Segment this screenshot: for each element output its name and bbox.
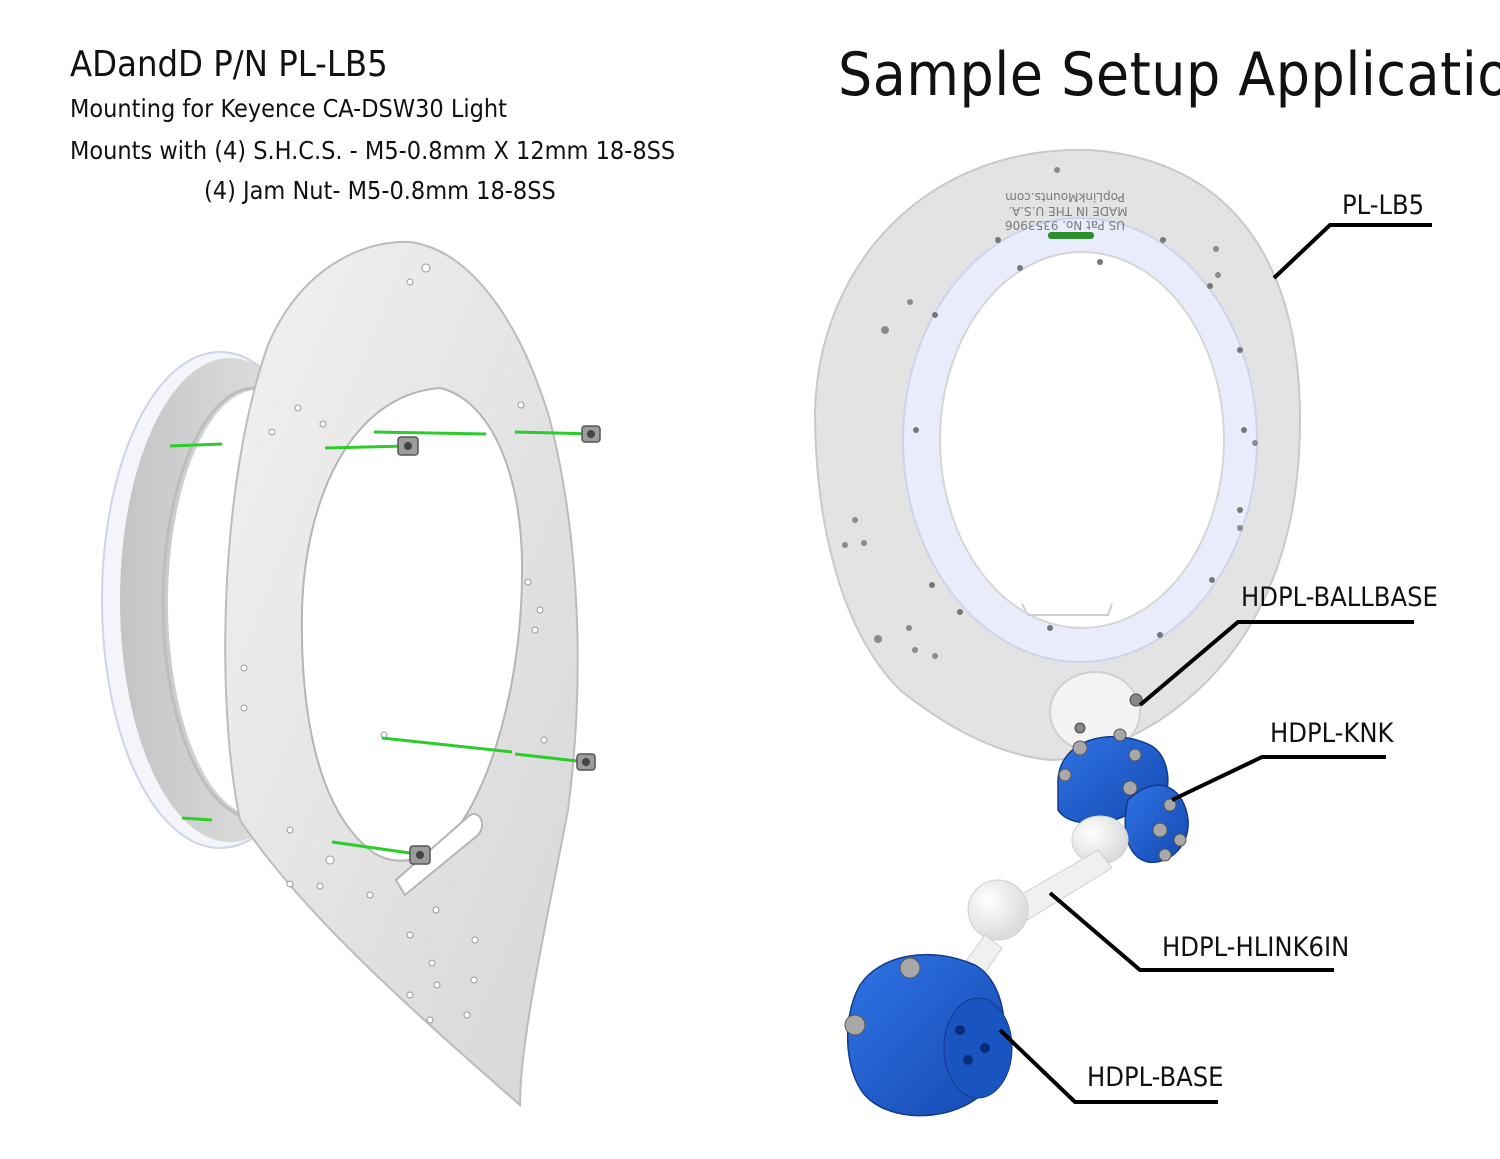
socket-head-cap-screws <box>397 425 601 865</box>
screw-specification: Mounts with (4) S.H.C.S. - M5-0.8mm X 12… <box>70 136 676 165</box>
mounting-plate-pl-lb5 <box>224 240 579 1108</box>
callout-hdpl-knk: HDPL-KNK <box>1270 718 1394 749</box>
engraving-made-in-usa: MADE IN THE U.S.A. <box>1008 204 1127 218</box>
callout-pl-lb5: PL-LB5 <box>1342 190 1425 221</box>
assembled-plate: PopLinkMounts.com MADE IN THE U.S.A. US … <box>813 148 1302 762</box>
engraving-logo <box>1048 232 1094 239</box>
mounting-description: Mounting for Keyence CA-DSW30 Light <box>70 94 507 123</box>
sample-setup-assembly: PopLinkMounts.com MADE IN THE U.S.A. US … <box>813 148 1432 1117</box>
callout-hdpl-hlink6in: HDPL-HLINK6IN <box>1162 932 1350 963</box>
exploded-assembly <box>101 240 601 1108</box>
sample-setup-title: Sample Setup Application <box>838 40 1500 110</box>
callout-leader-lines <box>998 223 1432 1104</box>
callout-hdpl-ballbase: HDPL-BALLBASE <box>1241 582 1438 613</box>
jam-nut-specification: (4) Jam Nut- M5-0.8mm 18-8SS <box>204 176 556 205</box>
part-number-title: ADandD P/N PL-LB5 <box>70 44 388 85</box>
h-link-arm <box>944 815 1129 1003</box>
callout-hdpl-base: HDPL-BASE <box>1087 1062 1224 1093</box>
engraving-website: PopLinkMounts.com <box>1005 190 1125 204</box>
base-hdpl <box>844 953 1013 1117</box>
knuckle-knk <box>1057 728 1189 863</box>
engraving-patent: US Pat No. 9353906 <box>1005 218 1125 232</box>
